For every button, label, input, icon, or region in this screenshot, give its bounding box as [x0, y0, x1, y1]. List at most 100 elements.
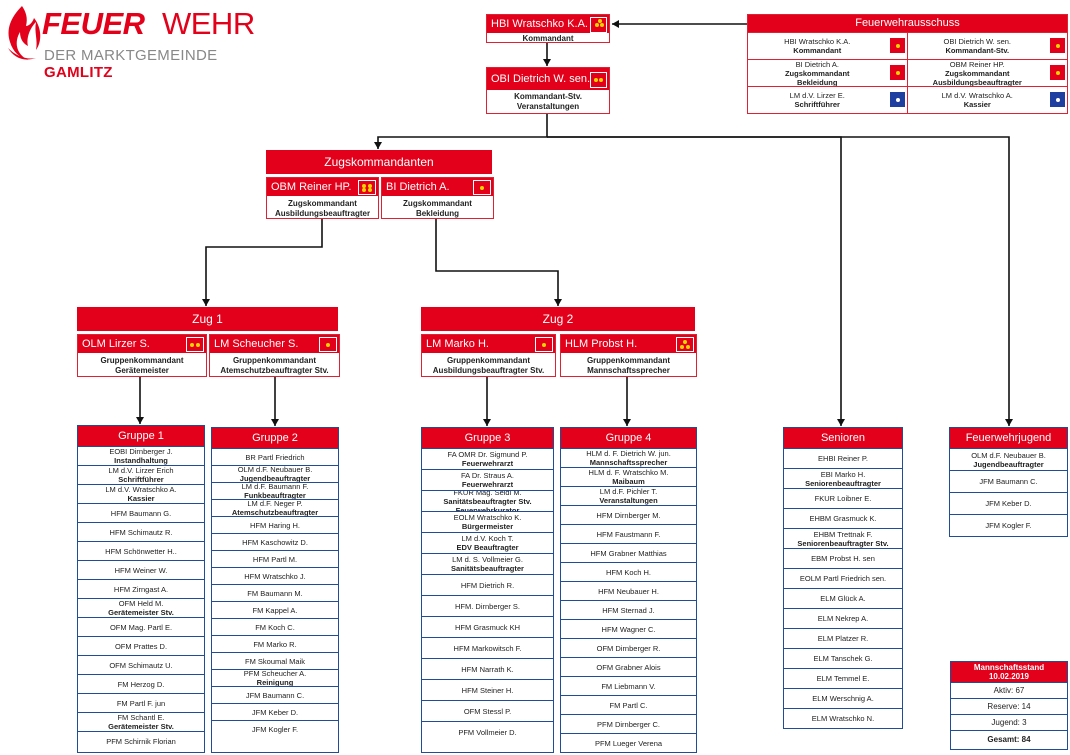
member-name: JFM Baumann C.	[245, 690, 305, 700]
member-row: ELM Platzer R.	[784, 628, 902, 648]
logo: FEUER WEHR DER MARKTGEMEINDE GAMLITZ	[2, 2, 255, 81]
member-row: HFM Faustmann F.	[561, 524, 696, 543]
member-row: HFM Steiner H.	[422, 679, 553, 700]
member-name: HFM Koch H.	[605, 567, 651, 577]
rank-insignia-icon	[319, 337, 337, 352]
member-row: EHBI Reiner P.	[784, 448, 902, 468]
member-role: Kassier	[963, 100, 991, 109]
member-row: LM d. S. Vollmeier G.Sanitätsbeauftragte…	[422, 553, 553, 574]
member-name: LM d.F. Neger P.	[247, 499, 303, 508]
member-name: FM Partl F. jun	[116, 698, 166, 708]
member-role: Zugskommandant	[944, 68, 1010, 78]
arrow-head	[554, 299, 562, 306]
member-row: LM d.F. Baumann F.Funkbeauftragter	[212, 482, 338, 499]
member-role: Bekleidung	[797, 77, 838, 87]
member-row: PFM Dirnberger C.	[561, 714, 696, 733]
member-row: FM Baumann M.	[212, 584, 338, 601]
member-row: ELM Wratschko N.	[784, 708, 902, 728]
member-name: ELM Glück A.	[820, 594, 866, 603]
member-name: EBI Marko H.	[820, 469, 866, 479]
member-row: EOBI Dirnberger J.Instandhaltung	[78, 446, 204, 465]
member-row: HFM Schimautz R.	[78, 522, 204, 541]
deputy-name: OBI Dietrich W. sen.	[491, 73, 591, 85]
logo-subtitle: DER MARKTGEMEINDE GAMLITZ	[44, 47, 218, 81]
member-name: JFM Baumann C.	[979, 477, 1038, 486]
member-name: EOLM Wratschko K.	[453, 513, 522, 522]
arrow-head	[483, 419, 491, 426]
flame-icon	[8, 6, 41, 60]
member-name: HFM Kaschowitz D.	[242, 537, 308, 547]
member-name: FA Dr. Straus A.	[461, 471, 514, 480]
rank-insignia-icon	[1050, 38, 1065, 53]
member-row: LM d.F. Neger P.Atemschutzbeauftragter	[212, 499, 338, 516]
member-function: Bürgermeister	[461, 522, 514, 531]
commander-role: Kommandant	[522, 34, 574, 43]
member-row: FM Marko R.	[212, 635, 338, 652]
member-role: Zugskommandant	[784, 68, 850, 78]
member-row: HFM Wratschko J.	[212, 567, 338, 584]
member-name: HFM Zirngast A.	[113, 584, 169, 594]
status-row: Jugend: 3	[951, 714, 1067, 730]
member-name: EHBM Trettnak F.	[813, 529, 873, 539]
member-name: EOLM Partl Friedrich sen.	[799, 574, 887, 583]
rank-insignia-icon	[889, 92, 905, 107]
member-name: PFM Dirnberger C.	[597, 719, 660, 729]
member-row: PFM Schirnik Florian	[78, 731, 204, 750]
member-function: Seniorenbeauftragter Stv.	[797, 538, 889, 548]
member-name: LM d.V. Wratschko A.	[941, 91, 1013, 100]
member-name: LM d.F. Baumann F.	[241, 482, 309, 491]
member-name: BI Dietrich A.	[795, 59, 839, 69]
member-name: HFM Narrath K.	[461, 664, 514, 674]
member-function: Feuerwehrkurator	[455, 505, 520, 512]
member-row: PFM Vollmeier D.	[422, 721, 553, 742]
member-row: OFM Schimautz U.	[78, 655, 204, 674]
member-name: OFM Stessl P.	[463, 706, 512, 716]
rank-insignia-icon	[889, 65, 905, 80]
member-name: FM Skoumal Maik	[244, 656, 305, 666]
connector-line	[547, 136, 842, 426]
member-name: LM d.V. Lirzer E.	[789, 91, 845, 100]
member-name: OFM Prattes D.	[114, 641, 168, 651]
member-row: OFM Stessl P.	[422, 700, 553, 721]
arrow-head	[612, 20, 619, 28]
member-row: HFM Narrath K.	[422, 658, 553, 679]
commander-box: HBI Wratschko K.A. Kommandant	[486, 14, 610, 43]
committee-member: HBI Wratschko K.A.Kommandant	[748, 32, 908, 59]
member-row: ELM Werschnig A.	[784, 688, 902, 708]
member-role: Ausbildungsbeauftragter	[932, 77, 1022, 87]
member-name: HFM Faustmann F.	[596, 529, 661, 539]
member-name: ELM Werschnig A.	[812, 694, 874, 703]
member-name: HFM Dietrich R.	[460, 580, 515, 590]
status-date: 10.02.2019	[988, 672, 1030, 681]
member-row: FM Partl C.	[561, 695, 696, 714]
member-name: PFM Lueger Verena	[594, 738, 663, 748]
arrow-head	[136, 417, 144, 424]
member-name: HFM Grabner Matthias	[590, 548, 667, 558]
member-function: Gerätemeister Stv.	[108, 722, 174, 731]
member-row: FM Herzog D.	[78, 674, 204, 693]
member-name: HFM Wagner C.	[601, 624, 656, 634]
member-name: JFM Kogler F.	[251, 724, 299, 734]
member-name: PFM Scheucher A.	[243, 669, 307, 678]
member-name: HFM Neubauer H.	[598, 586, 659, 596]
member-row: LM d.F. Pichler T.Veranstaltungen	[561, 486, 696, 505]
member-name: OFM Mag. Partl E.	[109, 622, 173, 632]
group-title: Senioren	[784, 428, 902, 448]
member-name: FM Schantl E.	[117, 713, 165, 722]
member-name: JFM Kogler F.	[985, 521, 1032, 530]
member-row: FM Liebmann V.	[561, 676, 696, 695]
member-row: OFM Held M.Gerätemeister Stv.	[78, 598, 204, 617]
arrow-head	[374, 142, 382, 149]
member-name: HFM Schönwetter H..	[105, 546, 177, 556]
connector-line	[205, 218, 323, 306]
member-row: OLM d.F. Neubauer B.Jugendbeauftragter	[950, 448, 1067, 470]
member-row: FKUR Loibner E.	[784, 488, 902, 508]
member-row: HFM Schönwetter H..	[78, 541, 204, 560]
deputy-role-2: Veranstaltungen	[516, 102, 580, 111]
member-row: HFM Haring H.	[212, 516, 338, 533]
